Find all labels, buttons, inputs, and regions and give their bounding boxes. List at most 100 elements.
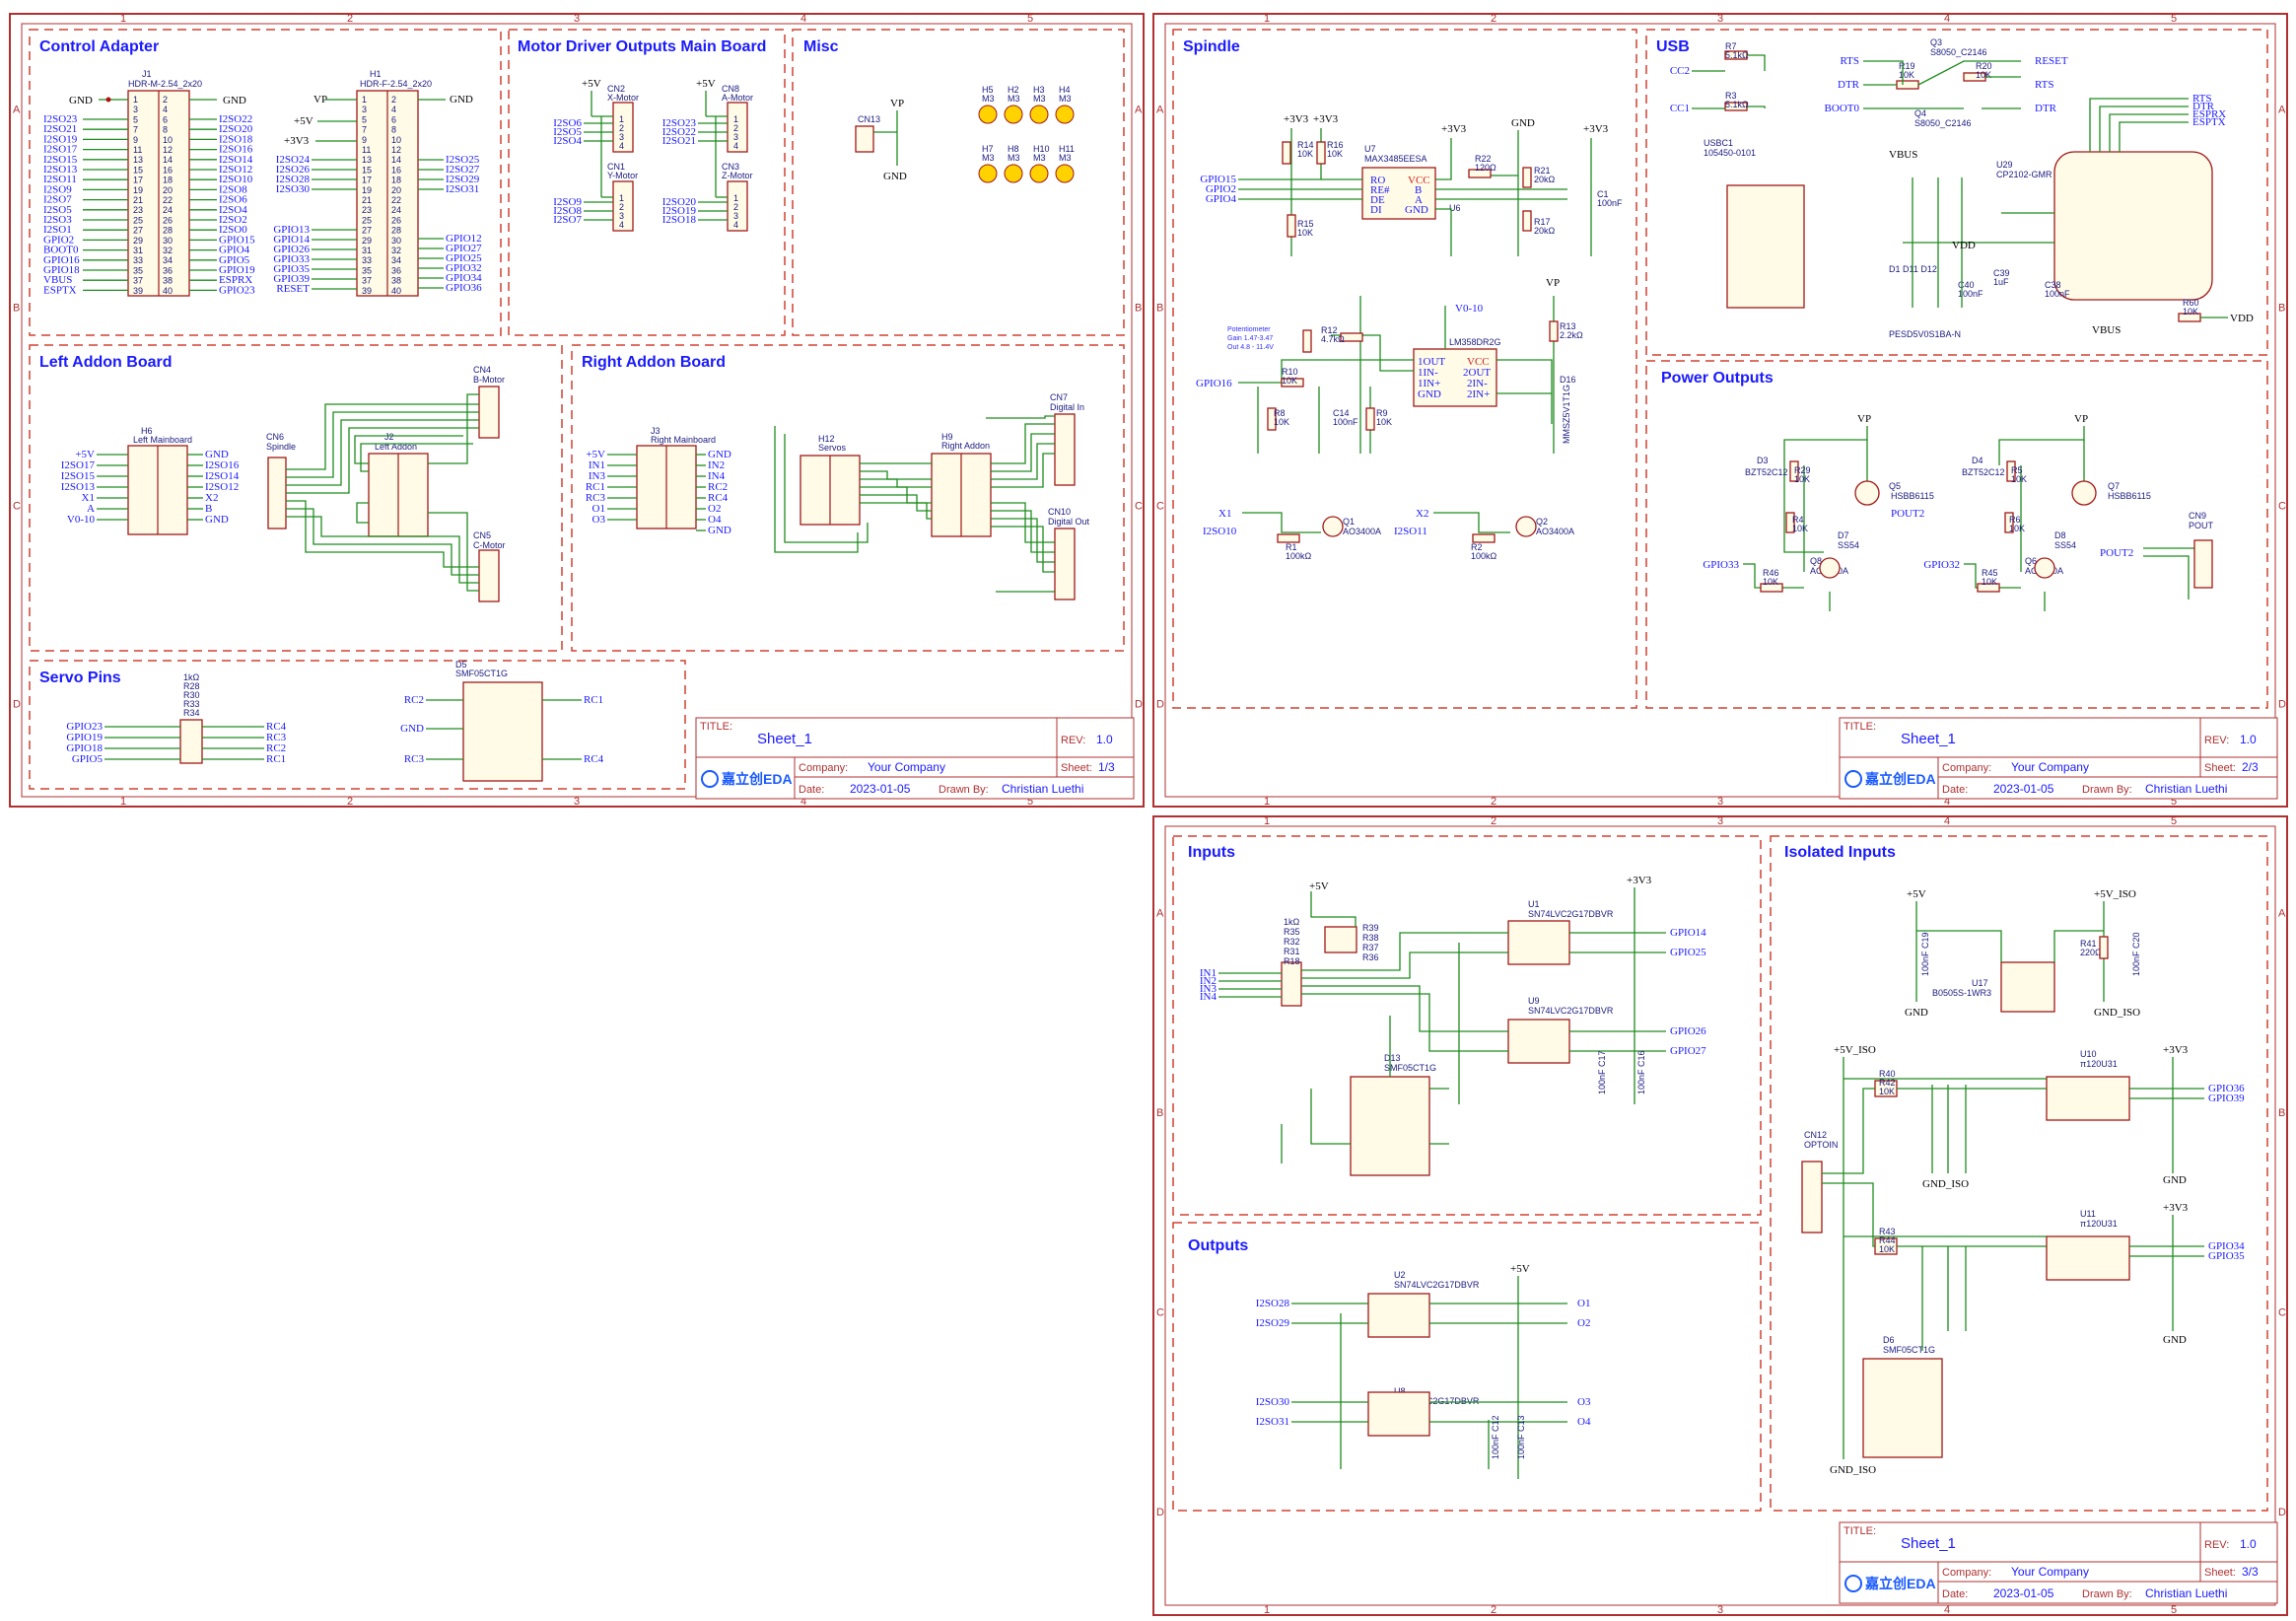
h1-value: HDR-F-2.54_2x20 (360, 79, 432, 89)
net-label: RC1 (584, 694, 603, 706)
pin-number: 22 (391, 195, 401, 205)
net-label: RC2 (404, 694, 424, 706)
mounting-hole-ref: H11 (1059, 144, 1075, 154)
grid-row-label: D (2278, 1507, 2286, 1518)
pin-number: 16 (163, 165, 173, 175)
svg-text:Q7: Q7 (2108, 481, 2120, 491)
pin-number: 37 (362, 276, 372, 286)
grid-col-label: 1 (1264, 796, 1270, 808)
svg-text:105450-0101: 105450-0101 (1704, 148, 1756, 158)
pin-number: 5 (133, 114, 138, 124)
pin-number: 7 (133, 125, 138, 135)
section-title-left-addon: Left Addon Board (39, 354, 173, 371)
net-label: IN1 (1200, 967, 1217, 979)
grid-col-label: 5 (2171, 13, 2177, 25)
pin-number: 33 (133, 255, 143, 265)
net-label: GPIO27 (446, 243, 482, 254)
section-motor-driver (508, 29, 786, 336)
pin-number: 21 (362, 195, 372, 205)
mounting-hole (1055, 164, 1075, 183)
grid-row-label: A (1156, 105, 1164, 116)
pin-number: 8 (163, 125, 168, 135)
net-label: I2SO22 (662, 126, 696, 138)
svg-text:D7: D7 (1838, 530, 1849, 540)
net-label: I2SO29 (446, 174, 480, 185)
svg-text:X2: X2 (1416, 508, 1428, 520)
mounting-hole-ref: H4 (1059, 85, 1071, 95)
grid-col-label: 1 (1264, 13, 1270, 25)
svg-text:BZT52C12: BZT52C12 (1962, 467, 2005, 477)
net-label: GPIO39 (273, 273, 310, 285)
date-label: Date: (799, 784, 824, 796)
sheet-value: 3/3 (2242, 1565, 2259, 1579)
svg-text:AO3400A: AO3400A (1536, 527, 1574, 536)
net-label: CC2 (1670, 65, 1690, 77)
net-label: I2SO12 (205, 481, 239, 493)
section-servo-pins (29, 660, 686, 790)
grid-row-label: B (13, 303, 20, 315)
svg-text:CN10: CN10 (1048, 507, 1071, 517)
drawn-value: Christian Luethi (1002, 782, 1083, 796)
servo-nets: GPIO23GPIO19GPIO18GPIO5RC4RC3RC2RC1RC2GN… (66, 694, 603, 765)
net-label: A (87, 503, 95, 515)
grid-col-label: 4 (1944, 13, 1950, 25)
net-label: BOOT0 (1825, 103, 1860, 114)
right-addon-block: J3 Right Mainboard H12 Servos H9 Right A… (636, 392, 1090, 600)
svg-text:1kΩ: 1kΩ (183, 672, 200, 682)
grid-row-label: A (2278, 105, 2286, 116)
net-label: RC4 (708, 492, 729, 504)
svg-text:LM358DR2G: LM358DR2G (1449, 337, 1501, 347)
svg-text:Q2: Q2 (1536, 517, 1548, 527)
svg-text:USBC1: USBC1 (1704, 138, 1733, 148)
net-label: GPIO18 (43, 264, 80, 276)
motor-driver-block: +5V +5V CN2 X-Motor CN8 A-Motor CN1 Y-Mo… (582, 78, 753, 232)
grid-col-label: 1 (120, 796, 126, 808)
net-label: GPIO23 (219, 284, 255, 296)
net-label: GND (400, 723, 424, 735)
mounting-hole-ref: H10 (1033, 144, 1050, 154)
mounting-hole-value: M3 (1059, 153, 1072, 163)
svg-text:3: 3 (619, 132, 624, 142)
misc-block: CN13 VP GND (855, 98, 907, 182)
section-title-misc: Misc (803, 38, 839, 55)
j1-ref: J1 (142, 69, 152, 79)
section-title-inputs: Inputs (1188, 844, 1235, 861)
svg-text:Q4: Q4 (1914, 108, 1926, 118)
net-label: O4 (1577, 1416, 1591, 1428)
pin-number: 19 (133, 185, 143, 195)
svg-text:CN1: CN1 (607, 162, 625, 172)
net-label: I2SO18 (219, 133, 253, 145)
net-label: GPIO19 (219, 264, 255, 276)
svg-text:+3V3: +3V3 (1284, 113, 1309, 125)
svg-text:CN6: CN6 (266, 432, 284, 442)
net-label: I2SO22 (219, 113, 252, 125)
svg-text:Left Mainboard: Left Mainboard (133, 435, 192, 445)
svg-text:CN2: CN2 (607, 84, 625, 94)
svg-text:Right Mainboard: Right Mainboard (651, 435, 716, 445)
svg-text:+5V: +5V (582, 78, 601, 90)
svg-text:OPTOIN: OPTOIN (1804, 1140, 1838, 1150)
net-label: RC3 (586, 492, 606, 504)
net-label: GPIO32 (1923, 559, 1960, 571)
grid-row-label: A (1135, 105, 1143, 116)
mounting-hole-ref: H3 (1033, 85, 1045, 95)
svg-text:VCC: VCC (1467, 356, 1490, 368)
title-block (1839, 1521, 2278, 1604)
pin-number: 29 (362, 236, 372, 246)
j1-value: HDR-M-2.54_2x20 (128, 79, 202, 89)
net-label: GPIO33 (273, 253, 310, 265)
title-label: TITLE: (1844, 721, 1876, 733)
svg-text:SMF05CT1G: SMF05CT1G (1384, 1063, 1436, 1073)
pin-number: 2 (391, 95, 396, 105)
sheet-3-frame (1152, 815, 2288, 1616)
